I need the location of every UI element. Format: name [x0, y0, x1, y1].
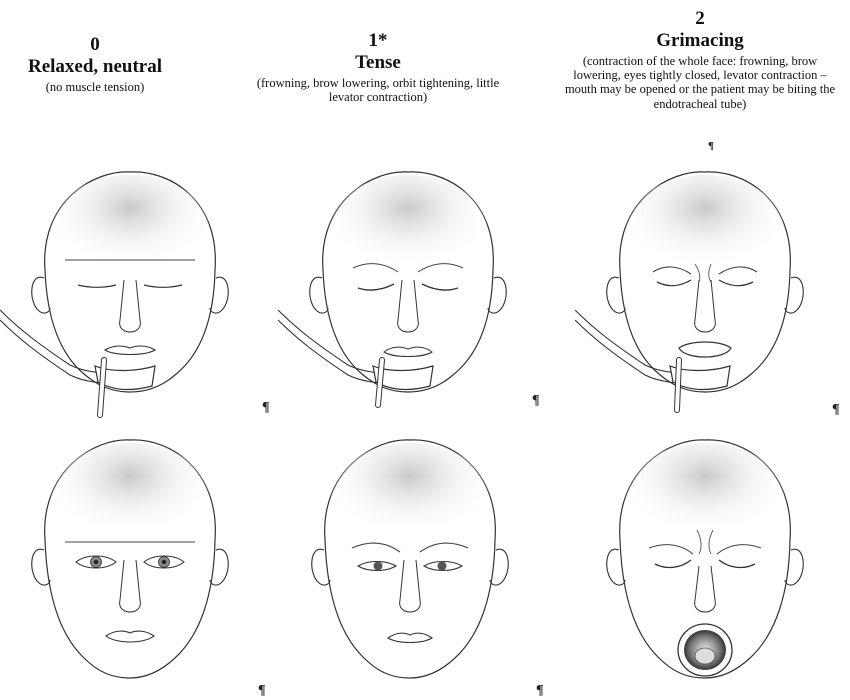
column-header-1: 1* Tense (frowning, brow lowering, orbit… — [248, 30, 508, 104]
pilcrow-mark: ¶ — [262, 400, 270, 416]
score-label: 0 — [0, 34, 190, 56]
column-header-2: 2 Grimacing (contraction of the whole fa… — [560, 8, 840, 111]
state-description: (contraction of the whole face: frowning… — [560, 54, 840, 112]
state-description: (no muscle tension) — [0, 80, 190, 94]
face-grimacing-intubated-icon — [575, 160, 835, 420]
pilcrow-mark: ¶ — [832, 402, 840, 418]
state-description: (frowning, brow lowering, orbit tighteni… — [248, 76, 508, 105]
pilcrow-mark: ¶ — [708, 140, 714, 152]
face-grimacing-icon — [585, 430, 825, 695]
score-label: 1* — [248, 30, 508, 52]
pilcrow-mark: ¶ — [258, 683, 266, 699]
pilcrow-mark: ¶ — [532, 393, 540, 409]
state-label: Grimacing — [560, 30, 840, 52]
face-relaxed-intubated-icon — [0, 160, 260, 420]
pilcrow-mark: ¶ — [536, 683, 544, 699]
column-header-0: 0 Relaxed, neutral (no muscle tension) — [0, 34, 190, 94]
face-tense-intubated-icon — [278, 160, 538, 420]
score-label: 2 — [560, 8, 840, 30]
state-label: Tense — [248, 52, 508, 74]
state-label: Relaxed, neutral — [0, 56, 190, 78]
face-relaxed-icon — [10, 430, 250, 695]
face-tense-icon — [290, 430, 530, 695]
